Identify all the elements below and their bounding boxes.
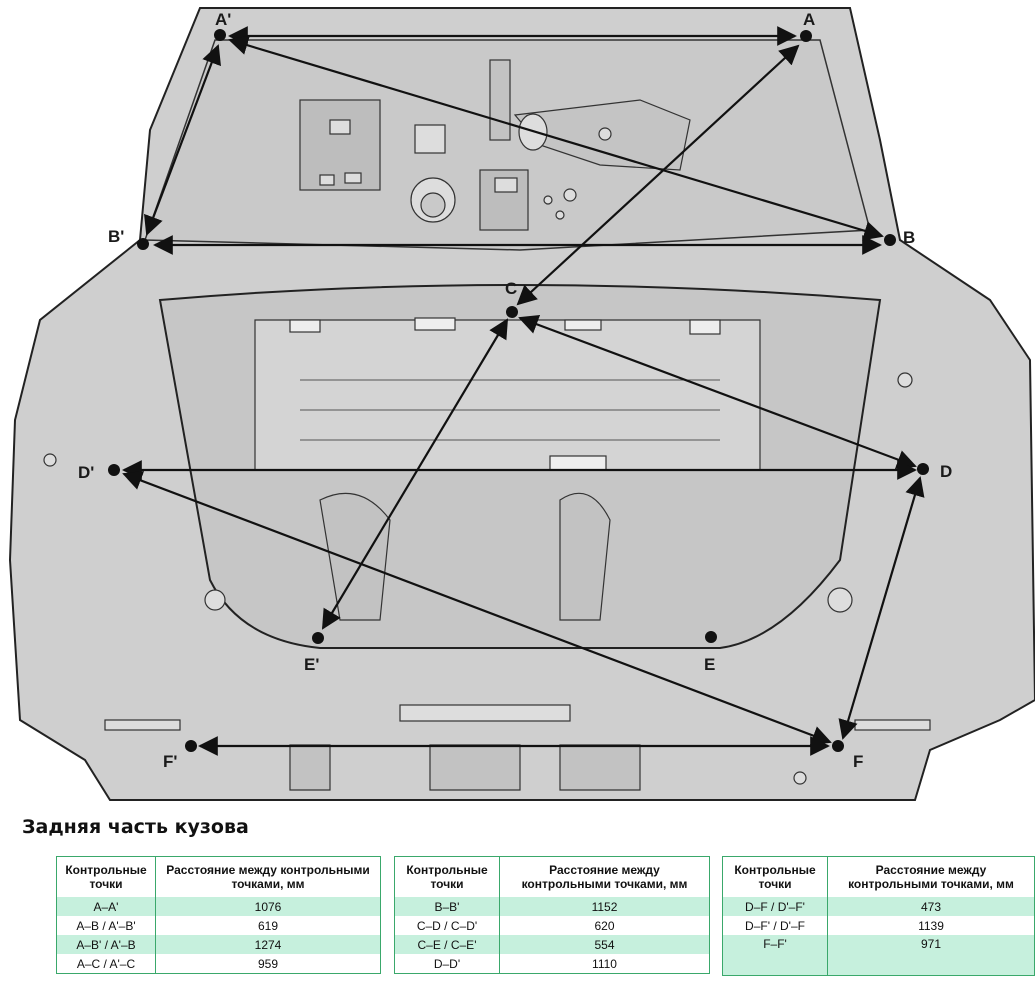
table-row: A–B / A'–B' 619: [56, 916, 381, 935]
point-a: [800, 30, 812, 42]
line-d-f: [838, 476, 925, 740]
table-row: B–B' 1152: [394, 897, 710, 916]
table-row: D–F' / D'–F 1139: [722, 916, 1035, 935]
point-a-prime: [214, 29, 226, 41]
label-a: A: [803, 10, 815, 29]
col-header-points: Контрольные точки: [394, 856, 500, 897]
control-points: [108, 29, 929, 752]
point-f-prime: [185, 740, 197, 752]
table-row: D–D' 1110: [394, 954, 710, 974]
label-b: B: [903, 228, 915, 247]
line-c-d: [518, 314, 917, 470]
measurements-table-3: Контрольные точки Расстояние между контр…: [722, 856, 1035, 976]
col-header-points: Контрольные точки: [722, 856, 828, 897]
table-row: F–F' 971: [722, 935, 1035, 976]
label-a-prime: A': [215, 10, 231, 29]
table-row: D–F / D'–F' 473: [722, 897, 1035, 916]
col-header-distance: Расстояние между контрольными точками, м…: [827, 856, 1035, 897]
section-title: Задняя часть кузова: [22, 816, 249, 838]
rear-body-diagram: A A' B B' C D D' E E' F F': [8, 7, 1035, 801]
point-b: [884, 234, 896, 246]
point-b-prime: [137, 238, 149, 250]
label-c: C: [505, 279, 517, 298]
label-f-prime: F': [163, 752, 177, 771]
point-d-prime: [108, 464, 120, 476]
label-d: D: [940, 462, 952, 481]
col-header-points: Контрольные точки: [56, 856, 156, 897]
label-f: F: [853, 752, 863, 771]
label-d-prime: D': [78, 463, 94, 482]
col-header-distance: Расстояние между контрольными точками, м…: [499, 856, 710, 897]
col-header-distance: Расстояние между контрольными точками, м…: [155, 856, 381, 897]
point-e: [705, 631, 717, 643]
label-b-prime: B': [108, 227, 124, 246]
point-d: [917, 463, 929, 475]
label-e-prime: E': [304, 655, 319, 674]
line-a-c: [516, 44, 800, 306]
point-e-prime: [312, 632, 324, 644]
measurements-table-2: Контрольные точки Расстояние между контр…: [394, 856, 710, 974]
line-dprime-f: [122, 471, 832, 745]
point-f: [832, 740, 844, 752]
measurements-table-1: Контрольные точки Расстояние между контр…: [56, 856, 381, 974]
line-aprime-bprime: [144, 44, 221, 236]
table-row: A–B' / A'–B 1274: [56, 935, 381, 954]
point-c: [506, 306, 518, 318]
measurement-lines: [122, 26, 925, 756]
table-row: C–D / C–D' 620: [394, 916, 710, 935]
label-e: E: [704, 655, 715, 674]
table-row: A–A' 1076: [56, 897, 381, 916]
table-row: C–E / C–E' 554: [394, 935, 710, 954]
table-row: A–C / A'–C 959: [56, 954, 381, 974]
